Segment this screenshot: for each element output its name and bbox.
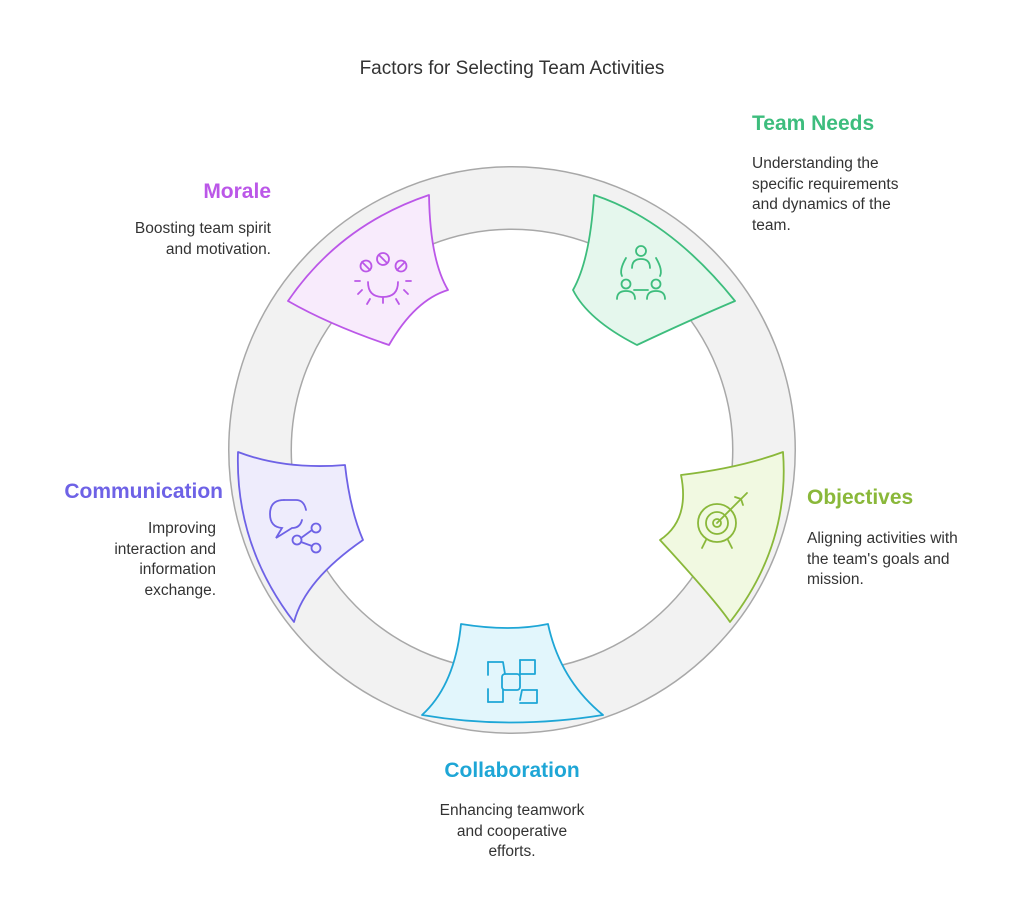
team-network-icon (616, 245, 666, 300)
heading-objectives: Objectives (807, 486, 914, 509)
team-gear-icon (354, 252, 412, 305)
segment-morale[interactable] (287, 194, 449, 346)
segment-collaboration[interactable] (421, 623, 604, 724)
segment-communication[interactable] (236, 451, 364, 623)
segment-objectives[interactable] (659, 451, 785, 623)
description-team-needs: Understanding the specific requirements … (752, 155, 899, 234)
description-objectives: Aligning activities with the team's goal… (807, 530, 958, 588)
joined-hands-icon (487, 659, 538, 704)
chat-share-icon (269, 499, 322, 554)
description-morale: Boosting team spirit and motivation. (134, 220, 271, 258)
heading-team-needs: Team Needs (752, 112, 875, 135)
heading-morale: Morale (203, 180, 271, 203)
target-arrow-icon (697, 492, 748, 549)
diagram-title: Factors for Selecting Team Activities (359, 58, 665, 79)
heading-collaboration: Collaboration (444, 759, 580, 782)
segment-team-needs[interactable] (572, 194, 736, 346)
description-communication: Improving interaction and information ex… (114, 520, 216, 599)
heading-communication: Communication (64, 480, 223, 503)
description-collaboration: Enhancing teamwork and cooperative effor… (439, 802, 585, 860)
